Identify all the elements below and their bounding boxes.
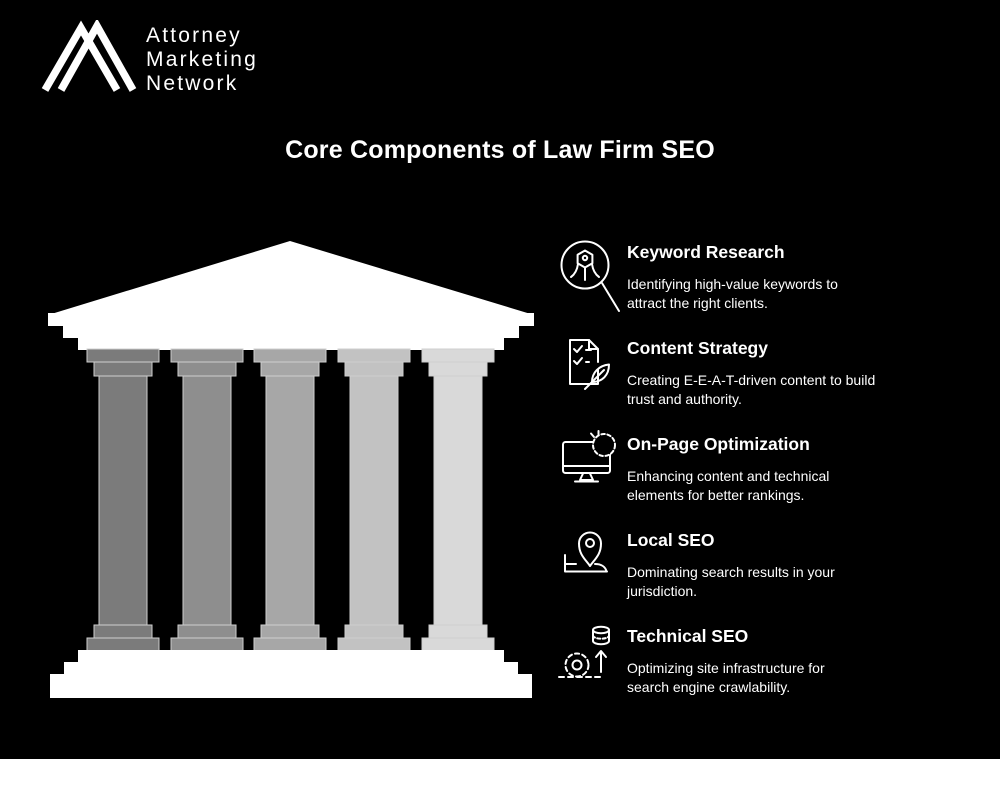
feature-heading: Content Strategy <box>627 338 768 358</box>
temple-pillar-5 <box>421 348 495 363</box>
temple-pillar-3 <box>253 637 327 652</box>
feature-technical-seo: Technical SEO Optimizing site infrastruc… <box>558 621 990 717</box>
temple-pillar-4 <box>337 348 411 363</box>
temple-pillar-1 <box>98 375 148 626</box>
temple-pillar-1 <box>93 361 153 377</box>
feature-heading: On-Page Optimization <box>627 434 810 454</box>
feature-local-seo: Local SEO Dominating search results in y… <box>558 525 990 621</box>
feature-description-line: Identifying high-value keywords to <box>627 276 838 292</box>
temple-pillar-1 <box>86 637 160 652</box>
temple-pillars-illustration <box>48 241 534 698</box>
temple-pillar-2 <box>177 624 237 639</box>
logo-line-3: Network <box>146 72 239 95</box>
temple-pillar-4 <box>344 361 404 377</box>
temple-pillar-5 <box>421 637 495 652</box>
feature-heading: Keyword Research <box>627 242 785 262</box>
temple-pillar-2 <box>182 375 232 626</box>
feature-heading: Technical SEO <box>627 626 749 646</box>
feature-description: Creating E-E-A-T-driven content to build… <box>627 371 990 408</box>
page-title: Core Components of Law Firm SEO <box>285 136 715 164</box>
temple-pillar-5 <box>433 375 483 626</box>
magnifier-key-icon <box>558 238 622 321</box>
temple-pillar-4 <box>349 375 399 626</box>
temple-pillar-4 <box>337 637 411 652</box>
temple-pillar-3 <box>265 375 315 626</box>
logo-line-2: Marketing <box>146 48 259 71</box>
feature-description-line: trust and authority. <box>627 390 742 407</box>
feature-on-page-optimization: On-Page Optimization Enhancing content a… <box>558 429 990 525</box>
feature-description-line: Enhancing content and technical <box>627 468 830 484</box>
feature-keyword-research: Keyword Research Identifying high-value … <box>558 237 990 333</box>
logo-wordmark: Attorney Marketing Network <box>146 24 258 96</box>
attorney-marketing-network-logo-icon <box>41 20 137 92</box>
feature-content-strategy: Content Strategy Creating E-E-A-T-driven… <box>558 333 990 429</box>
feature-description-line: attract the right clients. <box>627 294 768 311</box>
feature-description-line: elements for better rankings. <box>627 486 805 503</box>
document-checklist-quill-icon <box>558 334 618 399</box>
feature-description-line: search engine crawlability. <box>627 678 791 695</box>
feature-description: Enhancing content and technical elements… <box>627 467 990 504</box>
map-pin-icon <box>558 526 618 591</box>
gear-database-arrow-icon <box>558 622 618 689</box>
temple-pillar-3 <box>260 361 320 377</box>
feature-description: Dominating search results in your jurisd… <box>627 563 990 600</box>
temple-pillar-5 <box>428 361 488 377</box>
feature-heading: Local SEO <box>627 530 715 550</box>
feature-description-line: Creating E-E-A-T-driven content to build <box>627 372 876 388</box>
feature-description-line: Dominating search results in your <box>627 564 835 580</box>
temple-pillar-2 <box>170 637 244 652</box>
feature-list: Keyword Research Identifying high-value … <box>558 237 990 717</box>
temple-pillar-4 <box>344 624 404 639</box>
temple-pillar-2 <box>177 361 237 377</box>
feature-description-line: Optimizing site infrastructure for <box>627 660 825 676</box>
temple-pillar-2 <box>170 348 244 363</box>
temple-pillar-1 <box>86 348 160 363</box>
logo-line-1: Attorney <box>146 24 242 47</box>
temple-pillar-1 <box>93 624 153 639</box>
feature-description: Identifying high-value keywords to attra… <box>627 275 990 312</box>
feature-description: Optimizing site infrastructure for searc… <box>627 659 990 696</box>
infographic-background: Attorney Marketing Network Core Componen… <box>0 0 1000 759</box>
monitor-gear-icon <box>558 430 618 495</box>
temple-pillar-3 <box>260 624 320 639</box>
feature-description-line: jurisdiction. <box>627 582 698 599</box>
temple-pillar-3 <box>253 348 327 363</box>
temple-pillar-5 <box>428 624 488 639</box>
